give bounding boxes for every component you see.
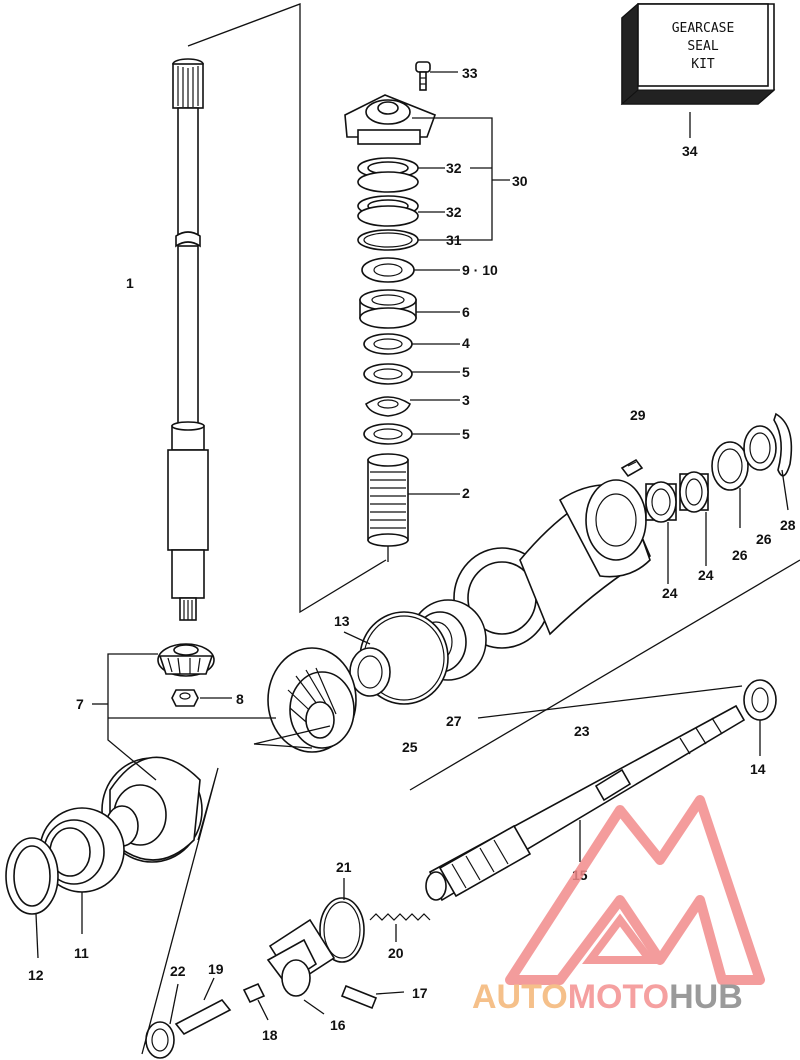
shim	[5, 837, 59, 915]
callout-32-upper: 32	[446, 160, 462, 176]
callout-3: 3	[462, 392, 470, 408]
callout-27: 27	[446, 713, 462, 729]
callout-5-lower: 5	[462, 426, 470, 442]
washer-5-lower	[363, 423, 413, 445]
callout-4: 4	[462, 335, 470, 351]
callout-33: 33	[462, 65, 478, 81]
watermark-auto: AUTO	[472, 978, 568, 1016]
cam-follower-19	[174, 998, 232, 1036]
callout-30: 30	[512, 173, 528, 189]
watermark-moto: MOTO	[568, 978, 669, 1016]
callout-26-a: 26	[732, 547, 748, 563]
callout-13: 13	[334, 613, 350, 629]
callout-18: 18	[262, 1027, 278, 1043]
callout-labels: 1 2 3 4 5 5 6 7 8 9 · 10 11 12 13 14 15 …	[28, 65, 796, 1043]
callout-5-upper: 5	[462, 364, 470, 380]
clutch-spring	[369, 913, 431, 921]
sliding-clutch	[266, 918, 336, 997]
cross-pin-ring	[319, 897, 365, 963]
callout-25: 25	[402, 739, 418, 755]
screw	[415, 61, 431, 91]
drive-shaft-leader	[187, 3, 387, 614]
callout-2: 2	[462, 485, 470, 501]
retainer-22	[145, 1021, 175, 1059]
callout-8: 8	[236, 691, 244, 707]
callout-1: 1	[126, 275, 134, 291]
callout-14: 14	[750, 761, 766, 777]
washer-5-upper	[363, 363, 413, 385]
shift-pin-18	[242, 982, 266, 1004]
needle-bearing-24b	[679, 471, 709, 513]
needle-bearing	[367, 453, 409, 547]
callout-22: 22	[170, 963, 186, 979]
callout-29: 29	[630, 407, 646, 423]
callout-24-a: 24	[662, 585, 678, 601]
cross-pin-17	[340, 984, 378, 1010]
callout-32-lower: 32	[446, 204, 462, 220]
o-ring	[357, 229, 419, 251]
callout-12: 12	[28, 967, 44, 983]
callout-11: 11	[74, 945, 89, 961]
pinion-gear	[157, 643, 215, 677]
washer-shims	[361, 257, 415, 283]
callout-28: 28	[780, 517, 796, 533]
thrust-washer-14	[743, 679, 777, 721]
retainer	[365, 396, 411, 417]
callout-24-b: 24	[698, 567, 714, 583]
callout-16: 16	[330, 1017, 346, 1033]
water-pump-housing	[344, 94, 437, 145]
reverse-gear	[267, 647, 357, 753]
kit-label-line-1: GEARCASE	[672, 21, 735, 36]
callout-23: 23	[574, 723, 590, 739]
carrier-bolt	[620, 458, 644, 478]
callout-20: 20	[388, 945, 404, 961]
seal-upper	[357, 157, 419, 193]
callout-21: 21	[336, 859, 352, 875]
callout-6: 6	[462, 304, 470, 320]
bearing-cup	[39, 807, 125, 893]
kit-label-line-3: KIT	[691, 57, 715, 72]
callout-9-10: 9 · 10	[462, 262, 498, 278]
gearcase-seal-kit: GEARCASE SEAL KIT	[620, 2, 776, 106]
washer-4	[363, 333, 413, 355]
callout-26-b: 26	[756, 531, 772, 547]
callout-19: 19	[208, 961, 224, 977]
callout-17: 17	[412, 985, 428, 1001]
seal-lower	[357, 195, 419, 227]
bearing-carrier	[453, 479, 652, 649]
seal-26a	[711, 441, 749, 491]
propeller-shaft	[425, 704, 746, 902]
upper-bearing	[359, 289, 417, 329]
kit-label-line-2: SEAL	[687, 39, 718, 54]
pinion-nut	[171, 689, 199, 707]
watermark-logo	[505, 795, 765, 985]
thrust-washer-13	[349, 647, 391, 697]
watermark-hub: HUB	[669, 978, 743, 1016]
needle-bearing-24a	[645, 481, 677, 523]
watermark-text: AUTOMOTOHUB	[472, 978, 743, 1016]
callout-7: 7	[76, 696, 84, 712]
callout-34: 34	[682, 143, 698, 159]
drive-shaft	[167, 58, 209, 621]
seal-26b	[743, 425, 777, 471]
callout-31: 31	[446, 232, 462, 248]
